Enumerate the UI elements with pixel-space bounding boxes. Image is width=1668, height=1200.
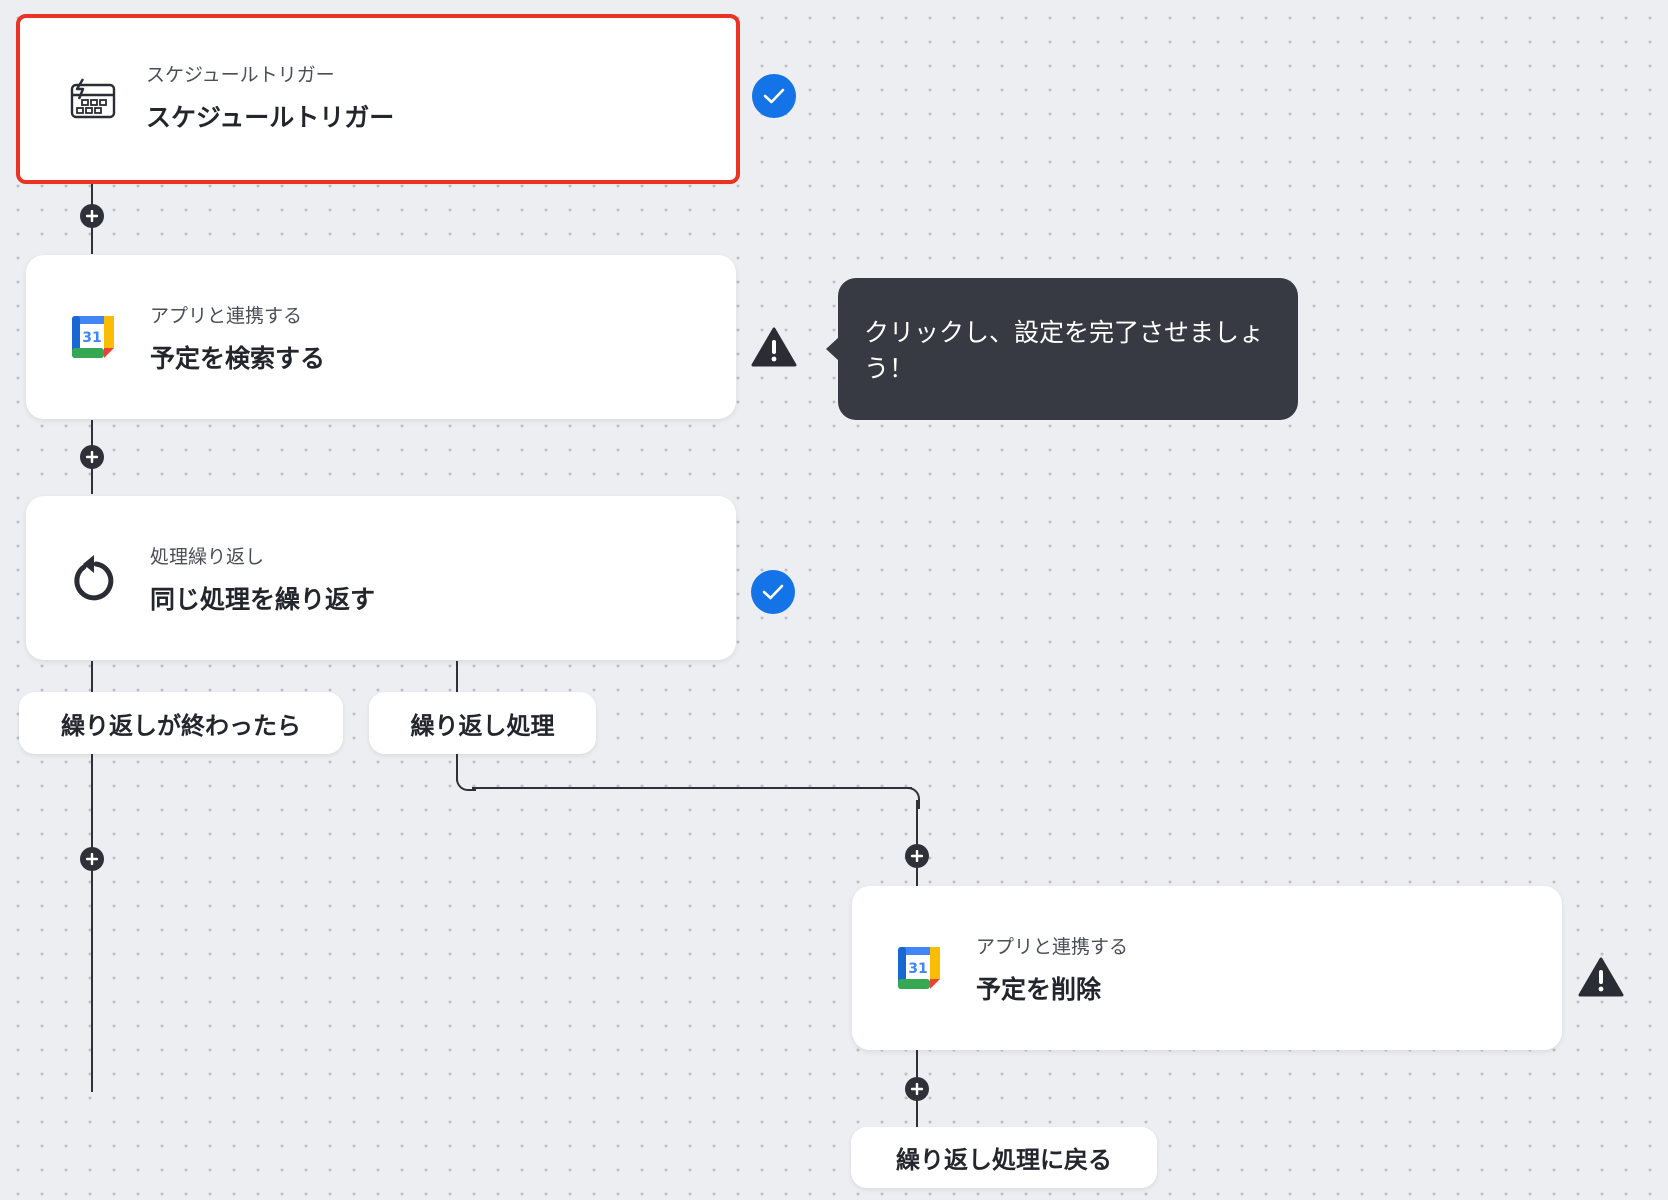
plus-icon <box>86 853 98 865</box>
plus-icon <box>911 850 923 862</box>
tooltip-text: クリックし、設定を完了させましょう！ <box>864 318 1265 383</box>
branch-after-loop[interactable]: 繰り返しが終わったら <box>19 692 343 754</box>
step-card-repeat[interactable]: 処理繰り返し 同じ処理を繰り返す <box>26 496 736 660</box>
connector-corner <box>456 765 476 791</box>
step-title: スケジュールトリガー <box>146 103 395 132</box>
back-to-loop-button[interactable]: 繰り返し処理に戻る <box>851 1127 1157 1188</box>
setup-hint-tooltip: クリックし、設定を完了させましょう！ <box>826 278 1298 420</box>
calendar-date-text: 31 <box>82 330 101 346</box>
plus-icon <box>911 1083 923 1095</box>
step-card-search-events[interactable]: 31 アプリと連携する 予定を検索する <box>26 255 736 419</box>
plus-icon <box>86 451 98 463</box>
step-card-schedule-trigger[interactable]: スケジュールトリガー スケジュールトリガー <box>16 14 740 184</box>
step-title: 同じ処理を繰り返す <box>150 585 376 614</box>
complete-check-icon <box>752 74 796 118</box>
calendar-date-text: 31 <box>908 961 927 977</box>
step-subtitle: アプリと連携する <box>976 936 1129 958</box>
step-subtitle: アプリと連携する <box>150 305 303 327</box>
google-calendar-icon: 31 <box>68 312 118 362</box>
connector-corner <box>904 787 920 809</box>
step-subtitle: 処理繰り返し <box>150 546 265 568</box>
add-step-button[interactable] <box>80 204 104 228</box>
warning-icon <box>751 327 797 367</box>
step-subtitle: スケジュールトリガー <box>146 64 335 86</box>
branch-loop-body[interactable]: 繰り返し処理 <box>369 692 596 754</box>
connector-line <box>91 661 93 1092</box>
plus-icon <box>86 210 98 222</box>
complete-check-icon <box>751 570 795 614</box>
connector-line <box>472 787 912 789</box>
warning-icon <box>1578 957 1624 997</box>
schedule-trigger-icon <box>68 74 118 124</box>
add-step-button[interactable] <box>80 445 104 469</box>
repeat-icon <box>68 553 118 603</box>
google-calendar-icon: 31 <box>894 943 944 993</box>
step-title: 予定を削除 <box>976 975 1102 1004</box>
add-step-button[interactable] <box>905 1077 929 1101</box>
step-title: 予定を検索する <box>150 344 326 373</box>
tooltip-arrow <box>826 337 839 361</box>
step-card-delete-event[interactable]: 31 アプリと連携する 予定を削除 <box>852 886 1562 1050</box>
add-step-button[interactable] <box>80 847 104 871</box>
add-step-button[interactable] <box>905 844 929 868</box>
